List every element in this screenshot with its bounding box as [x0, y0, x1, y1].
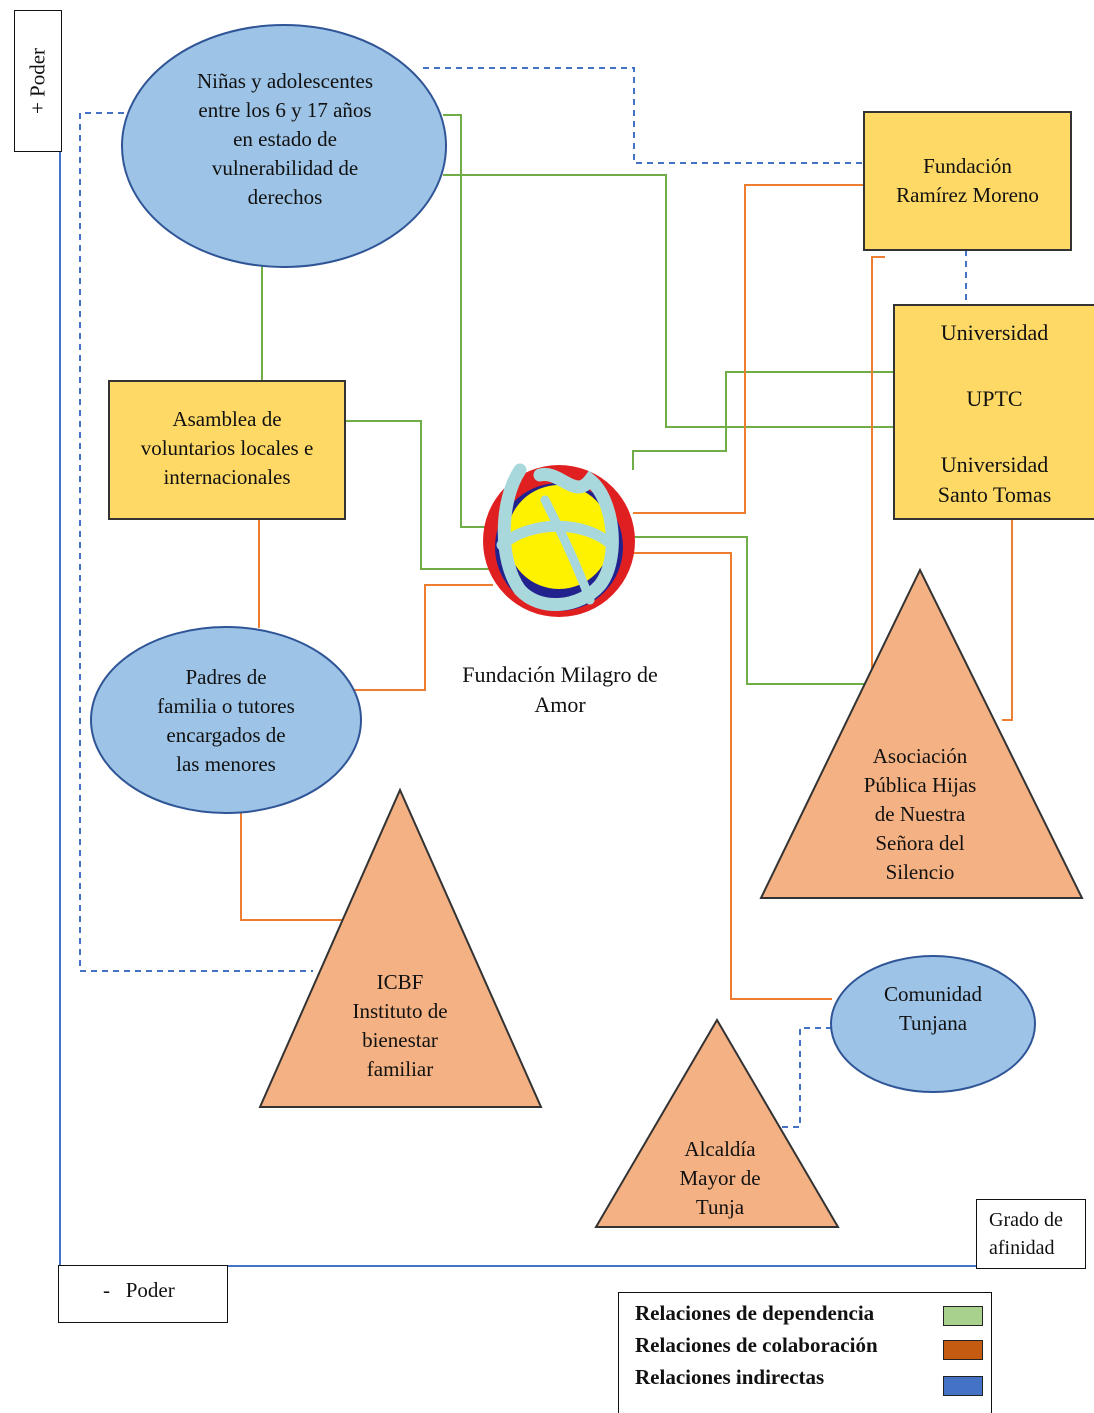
node-universidad-label: Universidad UPTC Universidad Santo Tomas	[894, 318, 1094, 510]
label-line: de Nuestra	[874, 802, 966, 826]
label-line: Pública Hijas	[863, 773, 977, 797]
relation-ninas-ramirez	[423, 67, 864, 164]
label-line: Universidad	[940, 320, 1049, 345]
affinity-text-line: afinidad	[989, 1237, 1055, 1259]
label-line: derechos	[247, 185, 323, 209]
label-line: Señora del	[875, 831, 965, 855]
relation-padres-centro	[353, 584, 493, 691]
label-line: Silencio	[885, 860, 955, 884]
label-line: Padres de	[185, 665, 267, 689]
legend-dependencia-swatch	[943, 1306, 983, 1326]
relation-ninas-centro	[443, 114, 489, 528]
label-line: familiar	[366, 1057, 434, 1081]
relation-centro-asociacion	[633, 536, 866, 685]
label-line: encargados de	[166, 723, 286, 747]
legend: Relaciones de dependencia Relaciones de …	[618, 1292, 992, 1413]
label-line: internacionales	[163, 465, 291, 489]
node-padres-shape	[90, 626, 362, 814]
node-ramirez-shape	[863, 111, 1072, 251]
affinity-text-line: Grado de	[989, 1209, 1063, 1231]
label-line: Tunja	[695, 1195, 745, 1219]
node-ninas-label: Niñas y adolescentes entre los 6 y 17 añ…	[160, 67, 410, 212]
node-alcaldia-label: Alcaldía Mayor de Tunja	[640, 1135, 800, 1222]
label-line: Asamblea de	[172, 407, 282, 431]
label-line: Asociación	[872, 744, 968, 768]
node-padres-label: Padres de familia o tutores encargados d…	[111, 663, 341, 779]
relation-universidad-centro	[632, 371, 894, 470]
node-asamblea-label: Asamblea de voluntarios locales e intern…	[109, 405, 345, 492]
legend-indirectas-label: Relaciones indirectas	[635, 1365, 825, 1389]
label-line: Mayor de	[679, 1166, 761, 1190]
label-spacer	[894, 348, 1094, 384]
relation-comunidad-alcaldia	[782, 1027, 832, 1128]
label-line: familia o tutores	[157, 694, 295, 718]
center-label: Fundación Milagro de Amor	[430, 660, 690, 720]
label-line: Santo Tomas	[937, 482, 1052, 507]
label-line: Universidad	[940, 452, 1049, 477]
label-line: Niñas y adolescentes	[196, 69, 374, 93]
relation-ninas-icbf	[79, 112, 313, 972]
label-line: UPTC	[966, 386, 1023, 411]
relation-universidad-asociacion	[1002, 520, 1013, 721]
label-line: entre los 6 y 17 años	[198, 98, 372, 122]
node-ninas-shape	[121, 24, 447, 268]
node-asamblea-shape	[108, 380, 346, 520]
label-line: Fundación	[923, 154, 1012, 178]
relation-ramirez-asociacion	[871, 256, 885, 680]
label-line: Tunjana	[898, 1011, 968, 1035]
node-ramirez-label: Fundación Ramírez Moreno	[864, 152, 1071, 210]
node-comunidad-label: Comunidad Tunjana	[845, 980, 1021, 1038]
affinity-label: Grado de afinidad	[976, 1199, 1086, 1269]
node-icbf-label: ICBF Instituto de bienestar familiar	[320, 968, 480, 1084]
node-alcaldia-shape	[594, 1018, 840, 1228]
power-high-label: + Poder	[14, 10, 62, 152]
label-line: Comunidad	[884, 982, 982, 1006]
relation-asamblea-centro	[345, 420, 489, 570]
label-spacer	[894, 414, 1094, 450]
power-high-text: + Poder	[25, 47, 50, 115]
fundacion-milagro-logo	[483, 463, 635, 617]
label-line: Alcaldía	[684, 1137, 756, 1161]
power-low-text: - Poder	[103, 1278, 175, 1302]
label-line: bienestar	[362, 1028, 438, 1052]
label-line: vulnerabilidad de	[211, 156, 359, 180]
label-line: Fundación Milagro de	[462, 662, 658, 687]
legend-colaboracion-label: Relaciones de colaboración	[635, 1333, 878, 1357]
label-line: voluntarios locales e	[140, 436, 314, 460]
label-line: Amor	[534, 692, 586, 717]
label-line: Ramírez Moreno	[896, 183, 1039, 207]
relation-centro-ramirez	[633, 184, 864, 514]
label-line: Instituto de	[352, 999, 448, 1023]
legend-dependencia-label: Relaciones de dependencia	[635, 1301, 875, 1325]
legend-colaboracion-swatch	[943, 1340, 983, 1360]
legend-indirectas-swatch	[943, 1376, 983, 1396]
relation-centro-comunidad	[633, 552, 832, 1000]
node-universidad-shape	[893, 304, 1094, 520]
node-comunidad-shape	[830, 955, 1036, 1093]
label-line: las menores	[176, 752, 276, 776]
node-asociacion-label: Asociación Pública Hijas de Nuestra Seño…	[835, 742, 1005, 887]
power-low-label: - Poder	[58, 1265, 228, 1323]
relation-ninas-universidad	[443, 174, 894, 428]
label-line: ICBF	[376, 970, 424, 994]
node-icbf-shape	[258, 787, 543, 1108]
label-line: en estado de	[233, 127, 337, 151]
node-asociacion-shape	[759, 567, 1084, 899]
relation-padres-icbf	[240, 812, 344, 921]
